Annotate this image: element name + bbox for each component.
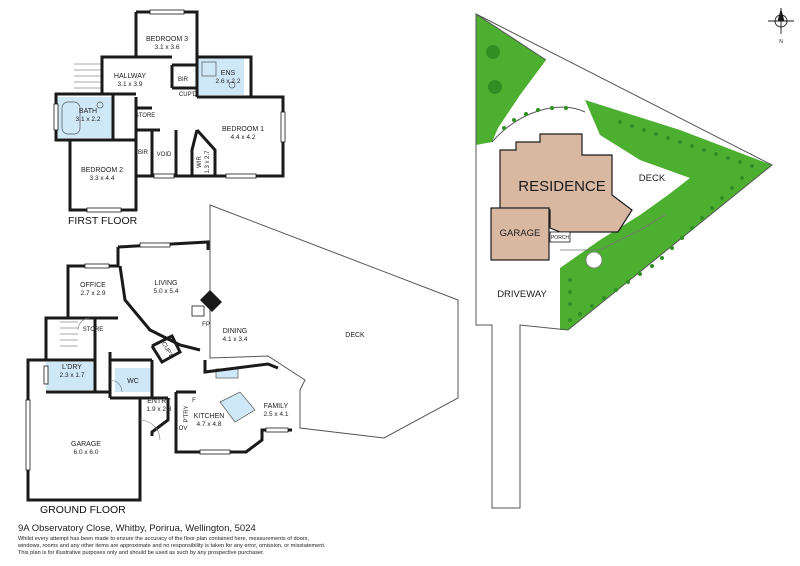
kitchen-label: KITCHEN xyxy=(194,413,225,420)
ens-label: ENS xyxy=(221,70,236,77)
deck-label: DECK xyxy=(345,332,365,339)
bedroom1-dims: 4.4 x 4.2 xyxy=(231,134,256,141)
ground-floor-windows xyxy=(25,242,289,471)
ldry-wet-area xyxy=(46,362,95,390)
site-deck-outline xyxy=(560,214,666,251)
disclaimer-line-1: Whilst every attempt has been made to en… xyxy=(18,536,310,542)
ptry-label: P'TRY xyxy=(184,405,190,422)
ov-label: OV xyxy=(179,426,188,432)
site-lawn-east xyxy=(560,100,772,330)
first-floor-title: FIRST FLOOR xyxy=(68,215,138,227)
kitchen-dims: 4.7 x 4.8 xyxy=(197,421,222,428)
fireplace xyxy=(200,290,222,312)
living-label: LIVING xyxy=(155,280,178,287)
fireplace-hearth xyxy=(191,305,205,317)
garage-label: GARAGE xyxy=(71,441,101,448)
office-label: OFFICE xyxy=(80,282,106,289)
entry-label: ENTRY xyxy=(147,398,171,405)
ground-floor-doors xyxy=(77,317,161,441)
family-dims: 2.5 x 4.1 xyxy=(264,411,289,418)
ldry-dims: 2.3 x 1.7 xyxy=(60,372,85,379)
bedroom2-dims: 3.3 x 4.4 xyxy=(90,175,115,182)
driveway-label: DRIVEWAY xyxy=(497,289,547,300)
ground-floor-plan: OFFICE 2.7 x 2.9 LIVING 5.0 x 5.4 FP DIN… xyxy=(25,204,459,516)
family-label: FAMILY xyxy=(264,403,289,410)
site-feature xyxy=(585,251,603,269)
site-plan: RESIDENCE GARAGE PORCH DECK DRIVEWAY N xyxy=(475,8,794,509)
f-label: F xyxy=(192,398,196,404)
bir2-label: BIR xyxy=(138,150,149,156)
ldry-label: L'DRY xyxy=(62,364,82,371)
bedroom2-label: BEDROOM 2 xyxy=(81,167,123,174)
wir-label: WIR xyxy=(197,156,203,168)
bir1-label: BIR xyxy=(178,77,189,83)
hallway-label: HALLWAY xyxy=(114,73,146,80)
office-dims: 2.7 x 2.9 xyxy=(81,290,106,297)
disclaimer-line-3: This plan is for illustrative purposes o… xyxy=(18,550,265,556)
ground-floor-title: GROUND FLOOR xyxy=(40,504,126,516)
tree-2 xyxy=(488,80,502,94)
bath-label: BATH xyxy=(79,108,97,115)
fp-label: FP xyxy=(202,322,210,328)
kitchen-island xyxy=(219,391,256,423)
north-arrow-icon xyxy=(768,8,794,34)
bedroom3-dims: 3.1 x 3.6 xyxy=(155,44,180,51)
living-dims: 5.0 x 5.4 xyxy=(154,288,179,295)
site-garage-label: GARAGE xyxy=(500,228,541,239)
void-label: VOID xyxy=(157,152,172,158)
site-porch xyxy=(549,231,571,243)
site-lawn xyxy=(476,14,546,145)
first-floor-stairs xyxy=(74,63,102,89)
wc-label: WC xyxy=(127,378,139,385)
ground-deck-outline xyxy=(209,204,459,439)
first-floor-windows xyxy=(53,9,286,213)
ens-dims: 2.6 x 2.2 xyxy=(216,78,241,85)
residence-label: RESIDENCE xyxy=(518,178,606,195)
bath-wet-area xyxy=(56,97,113,138)
site-deck-label: DECK xyxy=(639,173,666,184)
hedge-dots xyxy=(502,106,754,322)
first-floor-fixtures xyxy=(61,61,236,135)
disclaimer-line-2: windows, rooms and any other items are a… xyxy=(18,543,326,549)
ground-floor-stairs xyxy=(60,321,78,347)
dining-label: DINING xyxy=(223,328,248,335)
first-floor-plan: BEDROOM 3 3.1 x 3.6 HALLWAY 3.1 x 3.9 BI… xyxy=(53,9,286,227)
store-label: STORE xyxy=(135,113,156,119)
site-porch-label: PORCH xyxy=(551,235,569,241)
hallway-dims: 3.1 x 3.9 xyxy=(118,81,143,88)
dining-dims: 4.1 x 3.4 xyxy=(223,336,248,343)
site-garage xyxy=(490,207,550,261)
north-label: N xyxy=(779,39,783,45)
property-address: 9A Observatory Close, Whitby, Porirua, W… xyxy=(18,523,256,534)
bedroom3-label: BEDROOM 3 xyxy=(146,36,188,43)
wir-dims: 1.3 x 2.7 xyxy=(205,150,211,174)
bedroom1-label: BEDROOM 1 xyxy=(222,126,264,133)
bath-dims: 3.1 x 2.2 xyxy=(76,116,101,123)
tree-1 xyxy=(486,45,500,59)
cupd-label: CUP'D xyxy=(179,92,198,98)
entry-dims: 1.9 x 2.3 xyxy=(147,406,172,413)
garage-dims: 6.0 x 6.0 xyxy=(74,449,99,456)
store-ground-label: STORE xyxy=(83,327,104,333)
